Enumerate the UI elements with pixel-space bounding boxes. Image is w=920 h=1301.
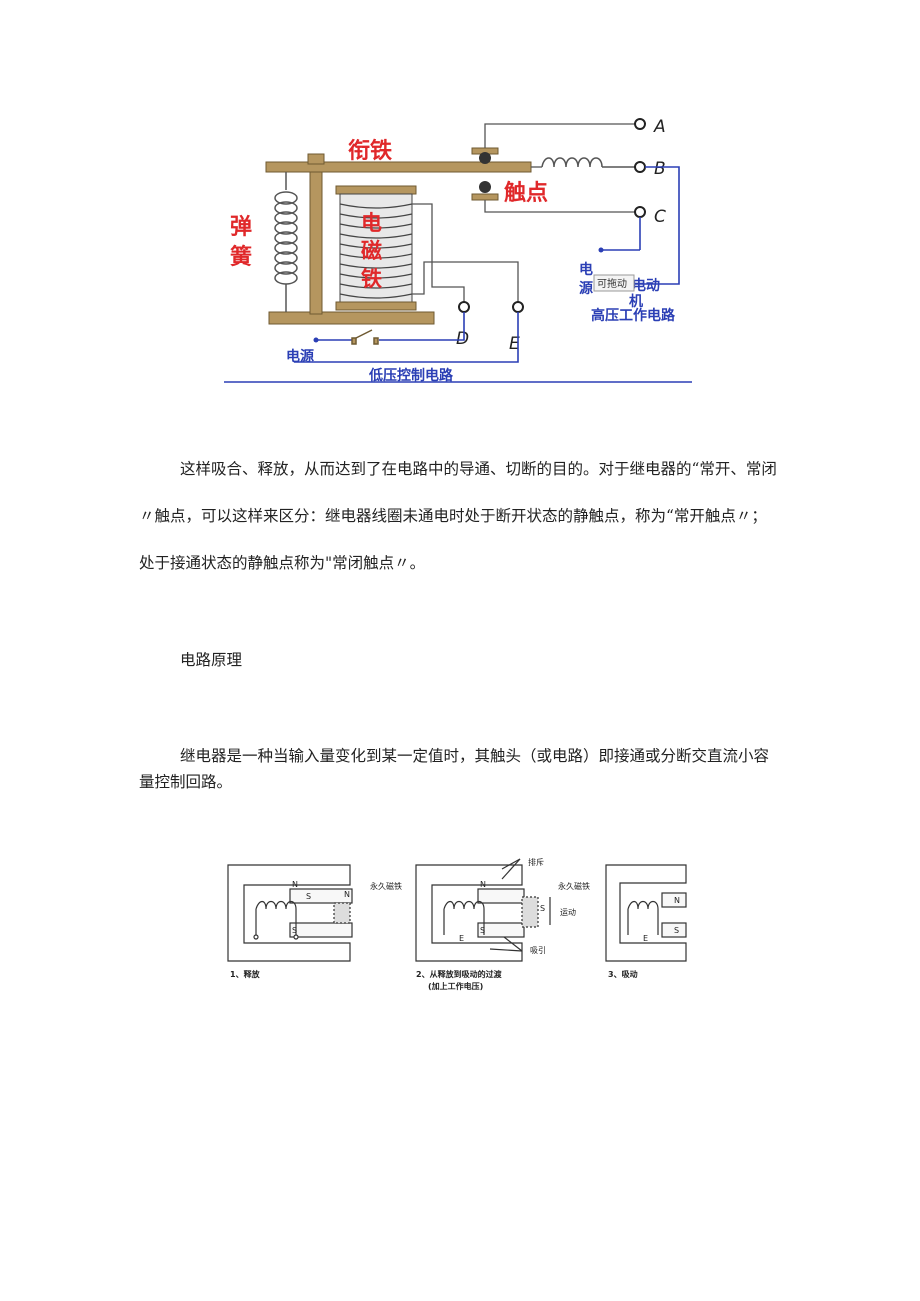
label-D: D [456, 329, 469, 349]
base-plate [268, 311, 435, 325]
p2-attract-label: 吸引 [530, 946, 546, 955]
panel-release [227, 864, 353, 962]
drag-tooltip: 可拖动 [593, 274, 635, 292]
label-E: E [509, 334, 520, 354]
coil-wires [412, 203, 519, 302]
label-power-right-2: 源 [579, 280, 593, 297]
p1-pole-s: S [306, 892, 311, 901]
terminals-de [458, 301, 524, 313]
upright-post [309, 163, 323, 315]
section-heading: 电路原理 [180, 651, 243, 669]
label-contact: 触点 [504, 180, 548, 206]
tooltip-text: 可拖动 [597, 277, 627, 290]
p2-sort-label: 排斥 [528, 857, 544, 867]
p3-e-label: E [643, 934, 648, 943]
p1-pole-n2: N [344, 890, 350, 899]
p2-pole-n: N [480, 880, 486, 889]
label-motor-2: 机 [629, 293, 643, 310]
label-armature: 衔铁 [348, 138, 392, 164]
p2-move-label: 运动 [560, 907, 576, 917]
label-C: C [654, 207, 666, 227]
label-electromagnet-3: 铁 [361, 267, 382, 291]
panel-transition [415, 858, 551, 962]
low-voltage-wires [294, 312, 519, 363]
p2-caption-2: (加上工作电压) [428, 981, 483, 991]
load-coil [541, 157, 636, 168]
label-power-right-1: 电 [579, 261, 593, 278]
armature-bar [265, 161, 532, 173]
label-power-left: 电源 [286, 348, 314, 365]
p1-magnet-label: 永久磁铁 [370, 881, 402, 891]
terminals-abc [634, 118, 646, 218]
p3-caption: 3、吸动 [608, 969, 638, 979]
p1-caption: 1、释放 [230, 969, 261, 979]
label-electromagnet-2: 磁 [361, 239, 382, 263]
p2-e-label: E [459, 934, 464, 943]
label-spring-2: 簧 [230, 244, 252, 270]
paragraph-principle: 继电器是一种当输入量变化到某一定值时，其触头（或电路）即接通或分断交直流小容量控… [139, 747, 770, 791]
paragraph-contacts: 这样吸合、释放，从而达到了在电路中的导通、切断的目的。对于继电器的“常开、常闭〃… [139, 460, 777, 572]
label-motor-1: 电动 [632, 277, 660, 294]
electromagnet [335, 185, 417, 311]
p3-pole-n: N [674, 896, 680, 905]
p2-magnet-label: 永久磁铁 [558, 881, 590, 891]
panel-pull-in [605, 864, 687, 962]
p2-pole-s: S [480, 926, 485, 935]
p1-pole-n: N [292, 880, 298, 889]
label-low-voltage-circuit: 低压控制电路 [368, 367, 454, 384]
high-voltage-wires [601, 166, 680, 285]
label-spring-1: 弹 [230, 215, 252, 240]
latching-relay-diagram: N S N S 永久磁铁 N S E S 排斥 永久磁铁 运动 吸引 E N S… [227, 857, 687, 991]
relay-structure-diagram: A B C D E 衔铁 触点 弹 簧 电 磁 铁 电源 低压控制电路 电 源 … [224, 117, 692, 384]
p2-caption: 2、从释放到吸动的过渡 [416, 969, 503, 979]
spring-coil [274, 172, 298, 312]
label-A: A [653, 117, 666, 137]
label-high-voltage-circuit: 高压工作电路 [591, 307, 676, 324]
switch [351, 329, 379, 345]
p1-pole-s2: S [292, 926, 297, 935]
contact-wires [484, 123, 636, 213]
label-B: B [654, 159, 666, 179]
p2-pole-s2: S [540, 904, 545, 913]
p3-pole-s: S [674, 926, 679, 935]
contacts [471, 147, 499, 201]
label-electromagnet-1: 电 [361, 211, 382, 235]
